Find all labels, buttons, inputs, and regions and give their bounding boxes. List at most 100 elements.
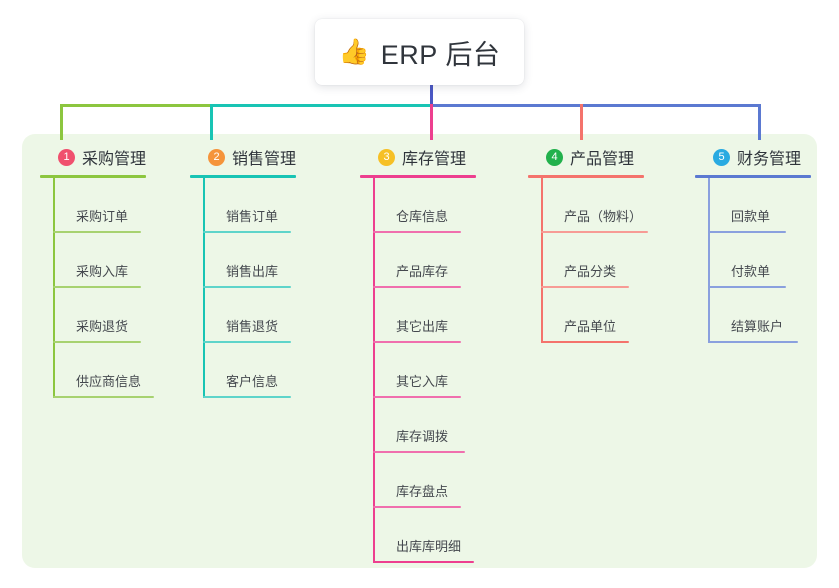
branch-1-badge: 1 (58, 148, 75, 166)
leaf-rule (373, 561, 474, 563)
leaf-rule (203, 286, 291, 288)
leaf-label: 库存盘点 (396, 484, 449, 499)
list-item[interactable]: 采购退货 (53, 288, 186, 343)
thumbs-up-icon: 👍 (338, 37, 370, 66)
leaf-label: 其它出库 (396, 319, 449, 334)
branch-3-spine (373, 178, 375, 563)
list-item[interactable]: 其它入库 (373, 343, 506, 398)
branch-1-header[interactable]: 1 采购管理 (40, 146, 186, 168)
branch-2-rule (190, 175, 296, 178)
leaf-label: 供应商信息 (76, 374, 142, 389)
list-item[interactable]: 销售出库 (203, 233, 336, 288)
branch-3-rule (360, 175, 476, 178)
list-item[interactable]: 采购订单 (53, 178, 186, 233)
leaf-label: 销售订单 (226, 209, 279, 224)
connector-drop-branch-3 (430, 104, 433, 140)
leaf-rule (541, 231, 648, 233)
leaf-rule (53, 341, 141, 343)
branch-1[interactable]: 1 采购管理 采购订单 采购入库 采购退货 供应商信息 (40, 146, 186, 398)
leaf-label: 库存调拨 (396, 429, 449, 444)
leaf-rule (203, 231, 291, 233)
leaf-rule (53, 286, 141, 288)
leaf-rule (53, 231, 141, 233)
branch-4-title: 产品管理 (570, 151, 635, 168)
branch-3[interactable]: 3 库存管理 仓库信息 产品库存 其它出库 其它入库 库存调拨 (360, 146, 506, 563)
leaf-rule (541, 286, 629, 288)
leaf-rule (373, 396, 461, 398)
branch-4-rule (528, 175, 644, 178)
leaf-label: 采购退货 (76, 319, 129, 334)
branch-1-rule (40, 175, 146, 178)
connector-bus-mid (210, 104, 432, 107)
leaf-rule (203, 396, 291, 398)
list-item[interactable]: 采购入库 (53, 233, 186, 288)
connector-bus-left (60, 104, 212, 107)
leaf-label: 付款单 (731, 264, 771, 279)
leaf-rule (708, 286, 786, 288)
branch-2-badge: 2 (208, 148, 225, 166)
branch-2[interactable]: 2 销售管理 销售订单 销售出库 销售退货 客户信息 (190, 146, 336, 398)
list-item[interactable]: 回款单 (708, 178, 839, 233)
leaf-label: 采购订单 (76, 209, 129, 224)
branch-3-header[interactable]: 3 库存管理 (360, 146, 506, 168)
list-item[interactable]: 产品单位 (541, 288, 688, 343)
branch-4-badge: 4 (546, 148, 563, 166)
branch-2-leaves: 销售订单 销售出库 销售退货 客户信息 (203, 178, 336, 398)
list-item[interactable]: 产品分类 (541, 233, 688, 288)
connector-drop-branch-2 (210, 104, 213, 140)
list-item[interactable]: 其它出库 (373, 288, 506, 343)
leaf-label: 产品分类 (564, 264, 617, 279)
branch-5-spine (708, 178, 710, 343)
leaf-label: 销售退货 (226, 319, 279, 334)
leaf-label: 仓库信息 (396, 209, 449, 224)
branches-panel (22, 134, 817, 568)
branch-4-spine (541, 178, 543, 343)
connector-drop-branch-4 (580, 104, 583, 140)
leaf-label: 产品库存 (396, 264, 449, 279)
branch-4-leaves: 产品（物料） 产品分类 产品单位 (541, 178, 688, 343)
list-item[interactable]: 库存调拨 (373, 398, 506, 453)
list-item[interactable]: 库存盘点 (373, 453, 506, 508)
list-item[interactable]: 客户信息 (203, 343, 336, 398)
list-item[interactable]: 付款单 (708, 233, 839, 288)
list-item[interactable]: 产品（物料） (541, 178, 688, 233)
leaf-rule (708, 341, 798, 343)
leaf-label: 采购入库 (76, 264, 129, 279)
leaf-rule (373, 341, 461, 343)
root-node[interactable]: 👍 ERP 后台 (315, 19, 524, 85)
branch-1-leaves: 采购订单 采购入库 采购退货 供应商信息 (53, 178, 186, 398)
leaf-rule (373, 231, 461, 233)
branch-2-header[interactable]: 2 销售管理 (190, 146, 336, 168)
branch-4[interactable]: 4 产品管理 产品（物料） 产品分类 产品单位 (528, 146, 688, 343)
leaf-rule (541, 341, 629, 343)
connector-root-stem (430, 84, 433, 105)
branch-5[interactable]: 5 财务管理 回款单 付款单 结算账户 (695, 146, 839, 343)
branch-3-leaves: 仓库信息 产品库存 其它出库 其它入库 库存调拨 库存盘点 (373, 178, 506, 563)
list-item[interactable]: 仓库信息 (373, 178, 506, 233)
leaf-label: 客户信息 (226, 374, 279, 389)
list-item[interactable]: 销售退货 (203, 288, 336, 343)
leaf-rule (373, 286, 461, 288)
list-item[interactable]: 供应商信息 (53, 343, 186, 398)
leaf-label: 销售出库 (226, 264, 279, 279)
leaf-label: 结算账户 (731, 319, 784, 334)
root-title: ERP 后台 (380, 39, 501, 70)
leaf-rule (373, 506, 461, 508)
branch-5-title: 财务管理 (737, 151, 802, 168)
list-item[interactable]: 产品库存 (373, 233, 506, 288)
list-item[interactable]: 销售订单 (203, 178, 336, 233)
root-node-content: 👍 ERP 后台 (339, 33, 501, 72)
leaf-label: 其它入库 (396, 374, 449, 389)
branch-2-title: 销售管理 (232, 151, 297, 168)
leaf-label: 回款单 (731, 209, 771, 224)
branch-4-header[interactable]: 4 产品管理 (528, 146, 688, 168)
connector-drop-branch-5 (758, 104, 761, 140)
connector-bus-right (430, 104, 761, 107)
branch-5-header[interactable]: 5 财务管理 (695, 146, 839, 168)
list-item[interactable]: 结算账户 (708, 288, 839, 343)
branch-5-leaves: 回款单 付款单 结算账户 (708, 178, 839, 343)
leaf-label: 产品（物料） (564, 209, 643, 224)
list-item[interactable]: 出库库明细 (373, 508, 506, 563)
leaf-label: 出库库明细 (396, 539, 462, 554)
